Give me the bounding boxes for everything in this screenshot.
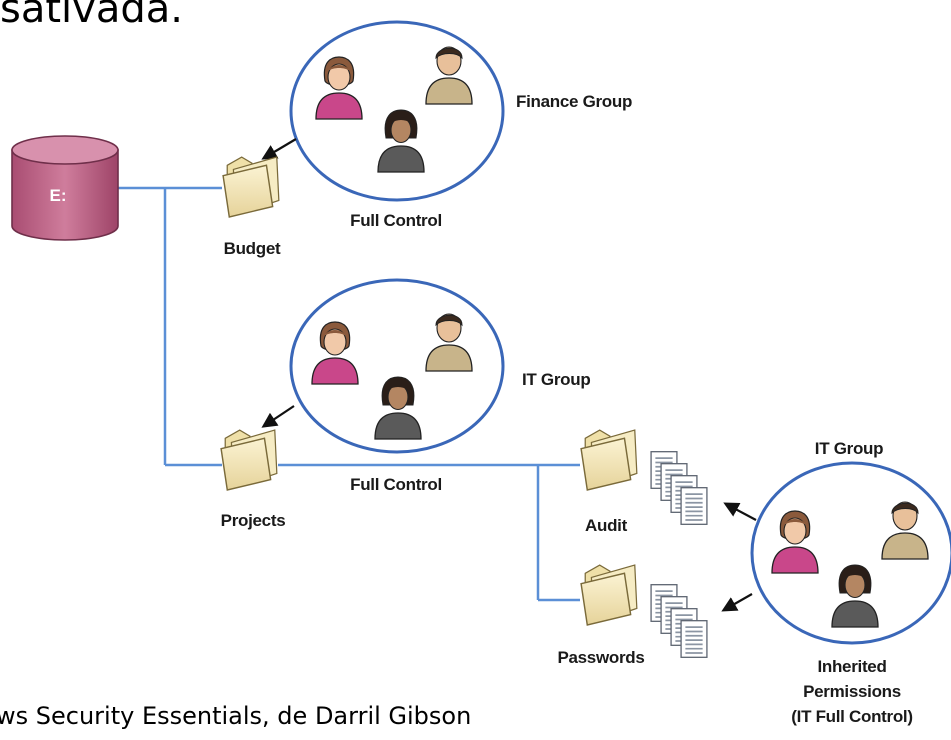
inherited-permission-line-2: Permissions xyxy=(803,682,901,701)
passwords-folder-label: Passwords xyxy=(557,648,644,667)
passwords-folder-icon xyxy=(580,564,638,626)
person-pink-icon xyxy=(311,321,359,385)
audit-documents-icon xyxy=(650,450,708,526)
drive-e-icon xyxy=(11,135,119,241)
passwords-documents-icon xyxy=(650,583,708,659)
inherited-permission-line-3: (IT Full Control) xyxy=(791,707,912,726)
it-group-name: IT Group xyxy=(522,370,590,389)
person-tan-icon xyxy=(881,501,929,560)
person-tan-icon xyxy=(425,313,473,372)
person-tan-icon xyxy=(425,46,473,105)
projects-folder-icon xyxy=(220,429,278,491)
budget-folder-icon xyxy=(222,156,280,218)
drive-label: E: xyxy=(50,186,67,205)
finance-group-name: Finance Group xyxy=(516,92,632,111)
connector-lines xyxy=(118,186,580,602)
arrow-icon xyxy=(721,593,753,612)
it-group-circle xyxy=(289,278,505,454)
caption-fragment: ws Security Essentials, de Darril Gibson xyxy=(0,702,472,730)
audit-folder-icon xyxy=(580,429,638,491)
finance-group-permission: Full Control xyxy=(350,211,442,230)
person-gray-icon xyxy=(831,564,879,628)
heading-fragment: sativada. xyxy=(0,0,183,32)
audit-folder-label: Audit xyxy=(585,516,628,535)
person-gray-icon xyxy=(377,109,425,173)
inherited-it-group-name: IT Group xyxy=(815,439,883,458)
arrow-icon xyxy=(723,502,757,521)
finance-group-circle xyxy=(289,20,505,202)
arrow-icon xyxy=(261,405,295,428)
person-pink-icon xyxy=(771,510,819,574)
person-pink-icon xyxy=(315,56,363,120)
person-gray-icon xyxy=(374,376,422,440)
arrow-icon xyxy=(261,138,297,160)
inherited-permission-line-1: Inherited xyxy=(817,657,886,676)
it-group-permission: Full Control xyxy=(350,475,442,494)
projects-folder-label: Projects xyxy=(221,511,286,530)
budget-folder-label: Budget xyxy=(224,239,281,258)
inherited-it-group-circle xyxy=(750,461,951,645)
